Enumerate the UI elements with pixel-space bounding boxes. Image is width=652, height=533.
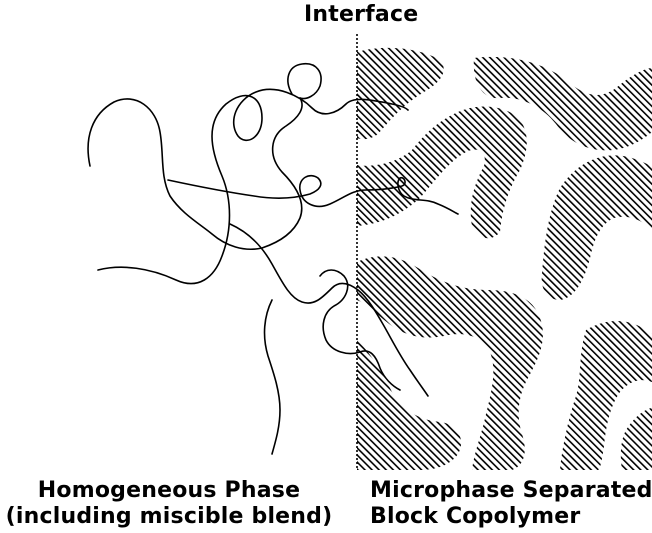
interface-label: Interface [304, 2, 418, 28]
polymer-chains [88, 64, 458, 454]
domain-top-left [357, 48, 444, 139]
domain-lower-left [357, 340, 461, 470]
domain-right-edge [621, 408, 652, 470]
domain-right-arch [542, 155, 652, 300]
chain-2 [88, 98, 302, 249]
block-copolymer-caption: Microphase Separated Block Copolymer [370, 478, 652, 530]
homogeneous-phase-title: Homogeneous Phase [4, 478, 334, 504]
chain-7 [265, 300, 280, 454]
homogeneous-phase-subtitle: (including miscible blend) [4, 504, 334, 530]
block-copolymer-subtitle: Block Copolymer [370, 504, 652, 530]
chain-3 [288, 64, 321, 99]
block-copolymer-title: Microphase Separated [370, 478, 652, 504]
microphase-domains [357, 48, 652, 470]
homogeneous-phase-caption: Homogeneous Phase (including miscible bl… [4, 478, 334, 530]
